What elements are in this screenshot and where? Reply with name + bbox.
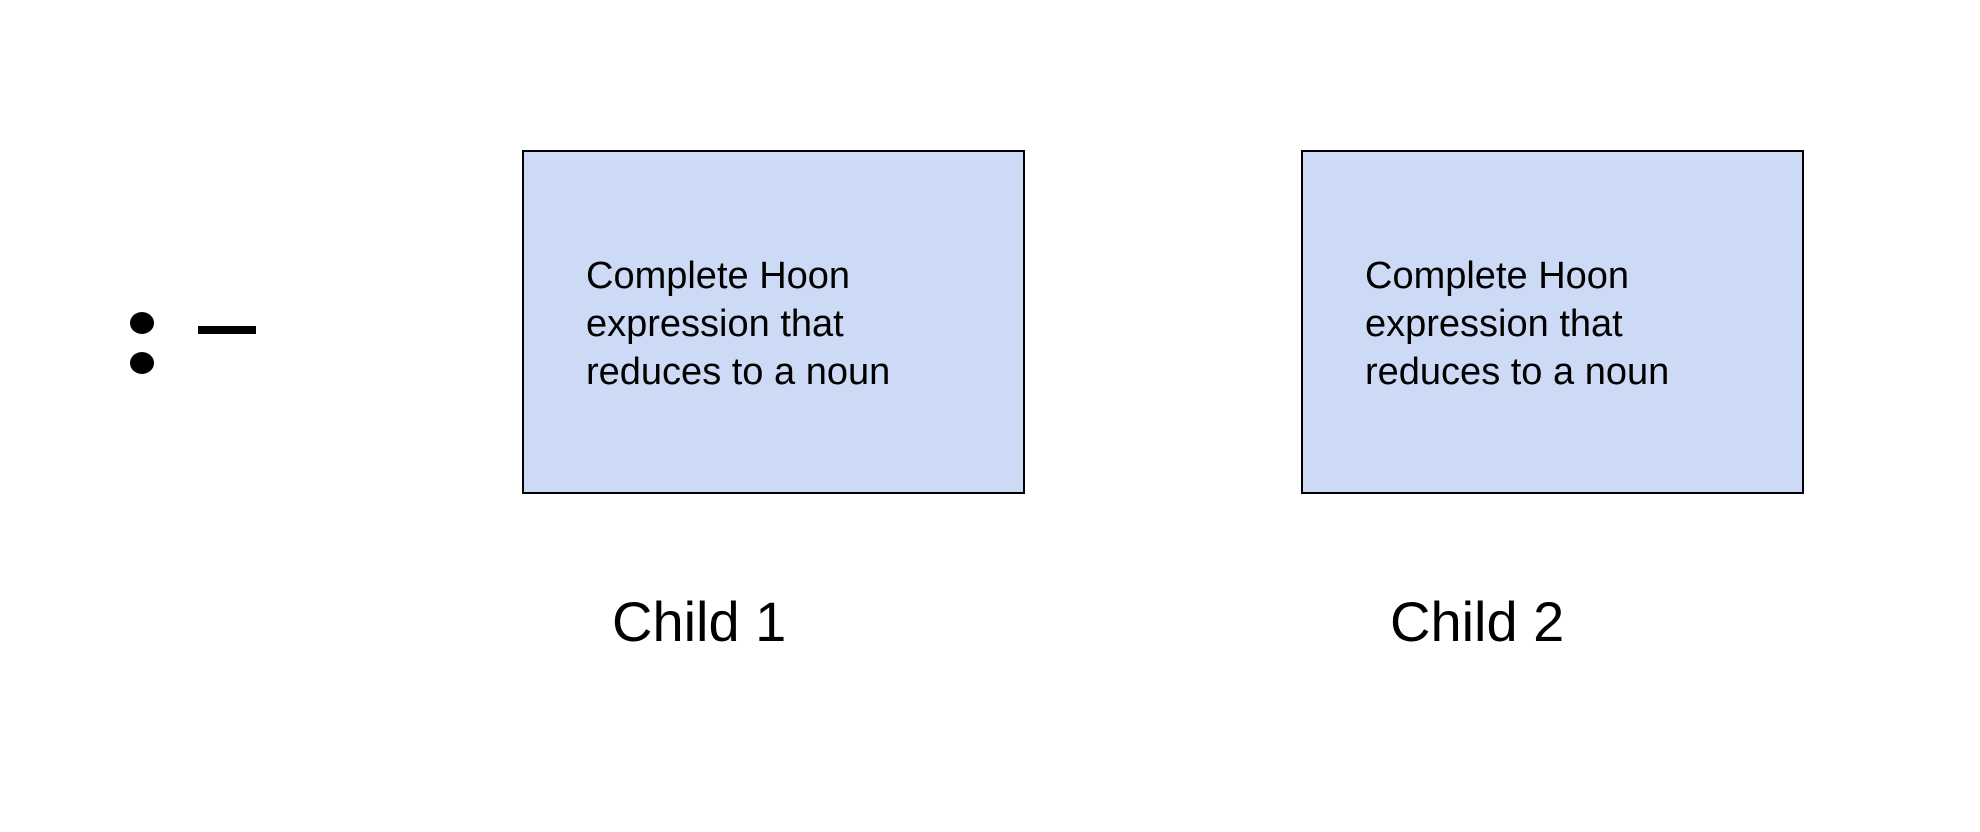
child-2-box-line: Complete Hoon [1365,255,1630,297]
child-1-box-line: Complete Hoon [586,255,851,297]
child-2-box-text: Complete Hoon expression that reduces to… [1365,252,1765,396]
colhep-rune-icon [116,278,276,398]
child-1-box: Complete Hoon expression that reduces to… [522,150,1025,494]
hep-dash [198,326,256,334]
child-1-label: Child 1 [612,590,787,653]
child-1-box-text: Complete Hoon expression that reduces to… [586,252,986,396]
child-1-box-line: reduces to a noun [586,351,891,393]
child-2-box-line: reduces to a noun [1365,351,1670,393]
child-2-label: Child 2 [1390,590,1565,653]
colon-top-dot [130,312,154,334]
child-2-box: Complete Hoon expression that reduces to… [1301,150,1804,494]
child-2-box-line: expression that [1365,303,1623,345]
colon-bottom-dot [130,352,154,374]
child-1-box-line: expression that [586,303,844,345]
